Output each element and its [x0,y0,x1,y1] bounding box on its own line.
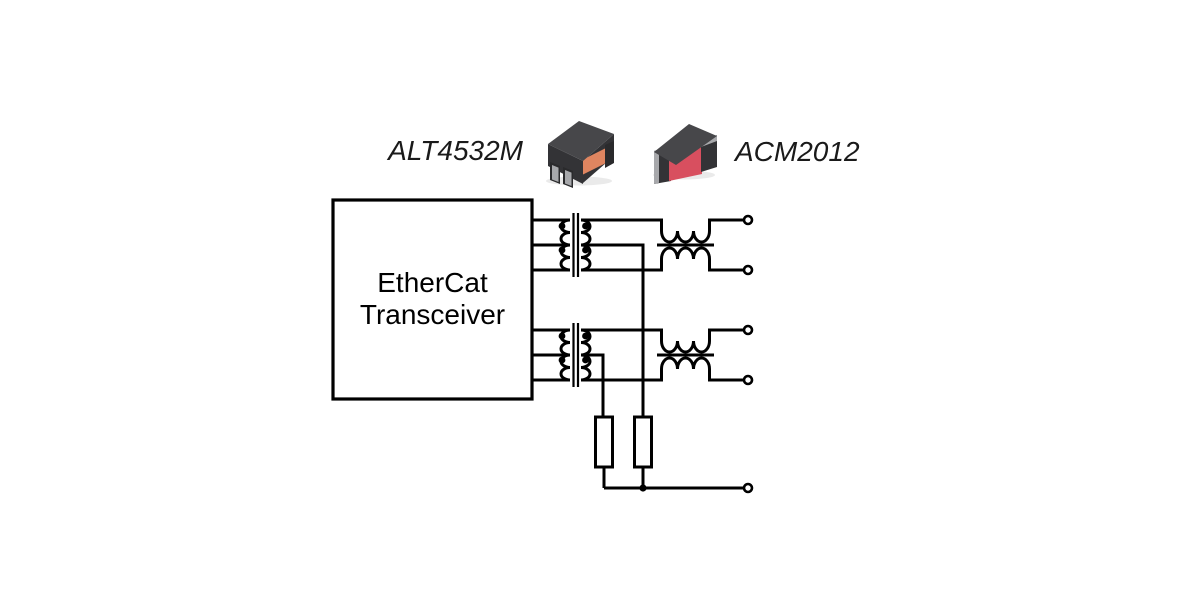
terminal-bottom-minus [742,374,754,386]
alt4532m-top-face [548,121,614,161]
alt4532m-label: ALT4532M [386,135,524,166]
choke-top-winding-a [660,218,744,244]
alt4532m-terminal-prong-1-face [552,165,559,182]
transformer-top-polarity-dots [558,222,589,254]
resistor-left [594,415,614,469]
alt4532m-front-face [548,144,583,184]
common-mode-choke-symbol-top [657,218,744,272]
transformer-top-primary-winding [559,218,571,272]
wire-top-center-tap [581,243,645,417]
choke-bottom-winding-b [660,356,744,382]
terminal-top-plus [742,214,754,226]
wire-bottom-secondary-minus [581,369,663,382]
transformer-bottom-core [572,323,580,387]
polarity-dot [582,222,589,230]
junction-dot [639,484,647,492]
acm2012-top-face [654,124,717,165]
transformer-bottom-pin-wires [532,328,570,382]
choke-top-winding-b [660,246,744,272]
polarity-dot [582,332,589,340]
polarity-dot [558,356,566,364]
common-mode-choke-symbol-bottom [657,328,744,382]
schematic: EtherCat Transceiver [331,198,754,494]
transceiver-box [331,198,534,401]
terminal-top-minus [742,264,754,276]
alt4532m-terminal-prong-2-face [565,170,572,186]
transformer-top-core [572,213,580,277]
terminal-common [742,482,754,494]
acm2012-left-terminal-face [654,149,659,184]
polarity-dot [558,332,566,340]
transceiver-label: EtherCat Transceiver [360,267,505,330]
wire-top-secondary-plus [581,218,663,231]
transformer-top-pin-wires [532,218,570,272]
transformer-symbol-bottom [532,323,592,387]
polarity-dot [558,246,566,254]
resistor-right [633,415,653,469]
transformer-bottom-polarity-dots [558,332,589,364]
polarity-dot [582,246,589,254]
wire-bottom-secondary-plus [581,328,663,341]
choke-bottom-winding-a [660,328,744,354]
transceiver-label-line1: EtherCat [377,267,488,298]
acm2012-photo [653,124,717,184]
transceiver-label-line2: Transceiver [360,299,505,330]
acm2012-label: ACM2012 [733,136,860,167]
polarity-dot [558,222,566,230]
part-labels: ALT4532M ACM2012 [386,135,860,167]
transformer-bottom-primary-winding [559,328,571,382]
alt4532m-photo [546,121,614,188]
polarity-dot [582,356,589,364]
terminal-bottom-plus [742,324,754,336]
wire-top-secondary-minus [581,259,663,272]
wire-bottom-center-tap [581,353,605,417]
alt4532m-right-terminal [605,141,614,168]
